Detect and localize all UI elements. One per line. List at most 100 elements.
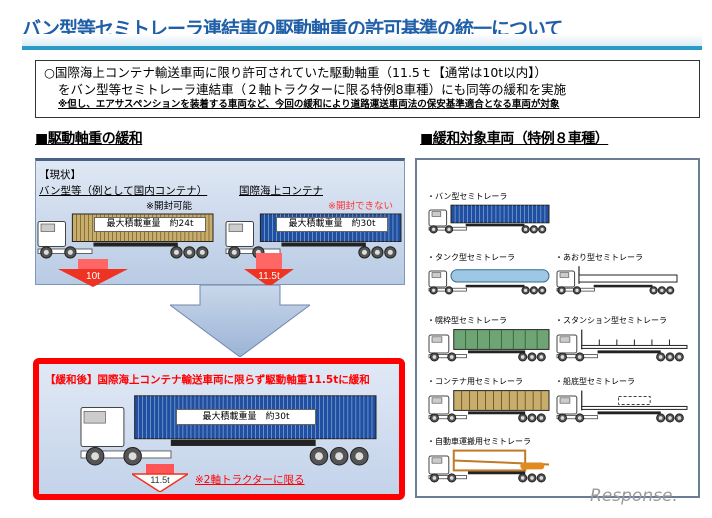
vehicle-label: ・あおり型セミトレーラ	[555, 253, 643, 262]
wheel-hub-icon	[520, 476, 525, 480]
wheel-hub-icon	[668, 288, 672, 293]
wheel-hub-icon	[660, 288, 664, 293]
axle-load-10t: 10t	[86, 271, 100, 282]
marine-load-label: 最大積載重量 約30t	[276, 217, 388, 232]
marine-container-title: 国際海上コンテナ	[239, 185, 323, 197]
summary-note: ※但し、エアサスペンションを装着する車両など、今回の緩和により道路運送車両法の保…	[58, 99, 560, 110]
axle-load-arrow-11-5t: 11.5t	[244, 253, 294, 287]
wheel-hub-icon	[560, 416, 565, 420]
summary-line-2: をバン型等セミトレーラ連結車（２軸トラクターに限る特例8車種）にも同等の緩和を実…	[58, 82, 567, 97]
cab-window-icon	[559, 272, 570, 278]
current-state-panel: 【現状】 バン型等（例として国内コンテナ） 国際海上コンテナ ※開封可能 ※開封…	[35, 158, 405, 287]
wheel-hub-icon	[530, 476, 534, 480]
wheel-hub-icon	[431, 288, 436, 293]
cab-window-icon	[431, 457, 443, 464]
after-load-label: 最大積載重量 約30t	[176, 409, 316, 425]
wheel-hub-icon	[447, 227, 451, 232]
trailer-frame-icon	[597, 350, 661, 354]
car-carrier-trailer-icon	[428, 449, 550, 483]
wheel-hub-icon	[315, 452, 323, 461]
summary-box: ○国際海上コンテナ輸送車両に限り許可されていた駆動軸重（11.5ｔ【通常は10t…	[35, 60, 700, 118]
wheel-hub-icon	[387, 249, 393, 255]
wheel-hub-icon	[231, 249, 237, 255]
container-trailer-icon	[428, 390, 550, 423]
wheel-hub-icon	[559, 288, 564, 293]
vehicle-item-van: ・バン型セミトレーラ	[427, 191, 552, 238]
wheel-hub-icon	[530, 416, 534, 420]
wheel-hub-icon	[173, 249, 179, 255]
wheel-hub-icon	[431, 227, 436, 232]
wheel-hub-icon	[539, 416, 544, 420]
vehicle-item-aori: ・あおり型セミトレーラ	[555, 252, 680, 299]
cab-window-icon	[228, 223, 244, 232]
trailer-frame-icon	[593, 284, 653, 288]
wheel-hub-icon	[668, 355, 672, 359]
vehicle-item-tank: ・タンク型セミトレーラ	[427, 252, 552, 299]
wheel-hub-icon	[447, 288, 451, 293]
flatbed-icon	[578, 274, 678, 283]
after-relief-panel: 【緩和後】国際海上コンテナ輸送車両に限らず駆動軸重11.5tに緩和 最大積載重量…	[33, 358, 405, 500]
cab-window-icon	[431, 336, 443, 343]
trailer-frame-icon	[468, 471, 526, 475]
openable-note: ※開封可能	[146, 201, 192, 212]
vehicle-item-stanchion: ・スタンション型セミトレーラ	[555, 315, 690, 366]
wheel-hub-icon	[532, 227, 536, 232]
cab-window-icon	[559, 336, 571, 343]
vehicle-label: ・コンテナ用セミトレーラ	[427, 377, 523, 386]
target-vehicles-panel: ・バン型セミトレーラ ・タンク型セミトレーラ ・あおり型セミトレーラ ・幌枠型セ…	[415, 158, 700, 498]
wheel-hub-icon	[520, 416, 525, 420]
trailer-frame-icon	[597, 411, 661, 415]
vehicle-item-funazoko: ・船底型セミトレーラ	[555, 376, 690, 427]
vehicle-label: ・幌枠型セミトレーラ	[427, 316, 507, 325]
wheel-hub-icon	[523, 288, 528, 293]
wheel-hub-icon	[539, 476, 544, 480]
axle-load-arrow-after: 11.5t	[132, 464, 188, 492]
vehicle-label: ・タンク型セミトレーラ	[427, 253, 515, 262]
vehicle-item-container: ・コンテナ用セミトレーラ	[427, 376, 552, 427]
wheel-hub-icon	[67, 249, 73, 255]
wheel-hub-icon	[432, 416, 437, 420]
wheel-hub-icon	[575, 288, 579, 293]
current-label: 【現状】	[39, 169, 81, 181]
trailer-frame-icon	[281, 242, 366, 247]
vehicle-label: ・スタンション型セミトレーラ	[555, 316, 667, 325]
tank-body-icon	[450, 269, 550, 283]
vehicle-item-car-carrier: ・自動車運搬用セミトレーラ	[427, 436, 552, 487]
wheel-hub-icon	[530, 355, 534, 359]
vehicle-item-horo: ・幌枠型セミトレーラ	[427, 315, 552, 366]
wheel-hub-icon	[432, 355, 437, 359]
vehicle-label: ・自動車運搬用セミトレーラ	[427, 437, 531, 446]
wheel-hub-icon	[540, 227, 544, 232]
carried-car-icon	[520, 462, 545, 470]
vehicle-label: ・バン型セミトレーラ	[427, 192, 508, 201]
summary-line-1: ○国際海上コンテナ輸送車両に限り許可されていた駆動軸重（11.5ｔ【通常は10t…	[44, 65, 547, 80]
wheel-hub-icon	[361, 249, 367, 255]
vehicle-label: ・船底型セミトレーラ	[555, 377, 635, 386]
cab-window-icon	[431, 211, 442, 217]
wheel-hub-icon	[449, 416, 454, 420]
cab-window-icon	[40, 223, 56, 232]
wheel-hub-icon	[374, 249, 380, 255]
wheel-hub-icon	[432, 476, 437, 480]
flatbed-icon	[581, 405, 688, 410]
relaxed-container-truck-illustration	[80, 395, 377, 466]
stanchion-trailer-icon	[556, 329, 688, 362]
section-heading-axle-relief: ■駆動軸重の緩和	[35, 131, 143, 147]
trailer-frame-icon	[468, 350, 526, 354]
axle-load-arrow-10t: 10t	[58, 259, 128, 287]
wheel-hub-icon	[651, 288, 656, 293]
not-openable-note: ※開封できない	[328, 201, 393, 212]
wheel-hub-icon	[560, 355, 565, 359]
cab-window-icon	[431, 397, 443, 404]
wheel-hub-icon	[91, 452, 100, 461]
wheel-hub-icon	[449, 355, 454, 359]
wheel-hub-icon	[577, 355, 582, 359]
wheel-hub-icon	[540, 288, 544, 293]
wheel-hub-icon	[539, 355, 544, 359]
flatbed-icon	[581, 344, 688, 349]
cab-window-icon	[431, 272, 442, 278]
wheel-hub-icon	[677, 416, 682, 420]
tank-trailer-icon	[428, 269, 550, 295]
response-watermark: Response.	[590, 486, 678, 506]
axle-load-after: 11.5t	[150, 475, 170, 485]
